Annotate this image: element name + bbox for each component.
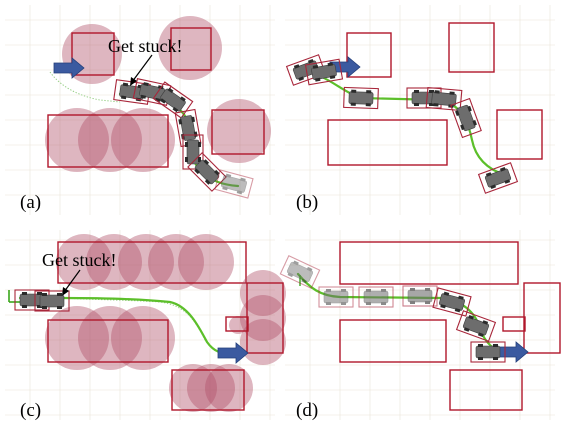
panel-c-history-path (61, 297, 229, 355)
obstacle-rect (47, 114, 169, 168)
obstacle-rect (47, 319, 169, 363)
obstacle-circle (187, 364, 235, 412)
obstacle-rect (339, 241, 519, 285)
vehicle-icon (478, 162, 518, 194)
obstacle-circle (45, 108, 109, 172)
panel-c-obstacles (45, 234, 286, 412)
obstacle-rect (346, 32, 392, 78)
panel-a-label: (a) (20, 192, 41, 213)
panel-b-vehicles (286, 54, 518, 194)
panel-b-obstacles (327, 22, 543, 166)
callout-arrow (131, 54, 153, 83)
obstacle-circle (78, 108, 142, 172)
obstacle-rect (339, 319, 447, 363)
obstacle-rect (449, 369, 523, 411)
obstacle-circle (78, 306, 142, 370)
panel-c-grid (5, 230, 275, 420)
obstacle-circle (148, 234, 204, 290)
panel-d: (d) (279, 230, 561, 421)
vehicle-icon (279, 255, 321, 289)
callout-arrow (63, 269, 81, 293)
panel-d-label: (d) (296, 400, 318, 421)
panel-a-callout: Get stuck! (108, 36, 182, 56)
obstacle-rect (225, 316, 249, 332)
obstacle-circle (169, 364, 217, 412)
callout-arrowhead-icon (130, 77, 137, 86)
panel-a-history-path (49, 71, 121, 103)
obstacle-rect (170, 27, 212, 71)
panel-c-planned-path (18, 296, 234, 356)
vehicle-icon (470, 341, 506, 363)
vehicle-icon (214, 169, 254, 199)
vehicle-icon (402, 285, 438, 307)
obstacle-circle (45, 306, 109, 370)
obstacle-rect (496, 109, 543, 160)
panel-d-grid (285, 230, 555, 420)
obstacle-circle (56, 234, 112, 290)
obstacle-circle (86, 234, 142, 290)
obstacle-rect (57, 241, 247, 284)
obstacle-rect (502, 316, 526, 332)
panel-d-obstacles (339, 241, 561, 411)
panel-a: Get stuck! (a) (5, 5, 275, 215)
obstacle-circle (111, 306, 175, 370)
obstacle-circle (240, 295, 286, 341)
obstacle-circle (118, 234, 174, 290)
obstacle-circle (240, 270, 286, 316)
panel-b-label: (b) (296, 192, 318, 213)
panel-d-vehicles (279, 255, 506, 363)
panel-c: Get stuck! (c) (5, 230, 286, 421)
obstacle-circle (229, 316, 247, 334)
obstacle-rect (523, 282, 561, 354)
obstacle-circle (207, 99, 271, 163)
callout-arrowhead-icon (62, 287, 69, 296)
obstacle-rect (327, 119, 448, 166)
obstacle-rect (246, 282, 284, 354)
vehicle-icon (343, 86, 379, 110)
obstacle-circle (158, 16, 222, 80)
panel-c-label: (c) (20, 400, 41, 421)
panel-c-callout: Get stuck! (42, 250, 116, 270)
obstacle-rect (71, 32, 115, 76)
panel-d-planned-path (296, 272, 508, 355)
panel-c-vehicles (14, 289, 70, 312)
obstacle-circle (205, 364, 253, 412)
obstacle-rect (171, 369, 245, 411)
panel-b: (b) (285, 5, 555, 215)
obstacle-rect (448, 22, 495, 73)
obstacle-rect (211, 109, 265, 155)
obstacle-circle (111, 108, 175, 172)
obstacle-circle (178, 234, 234, 290)
